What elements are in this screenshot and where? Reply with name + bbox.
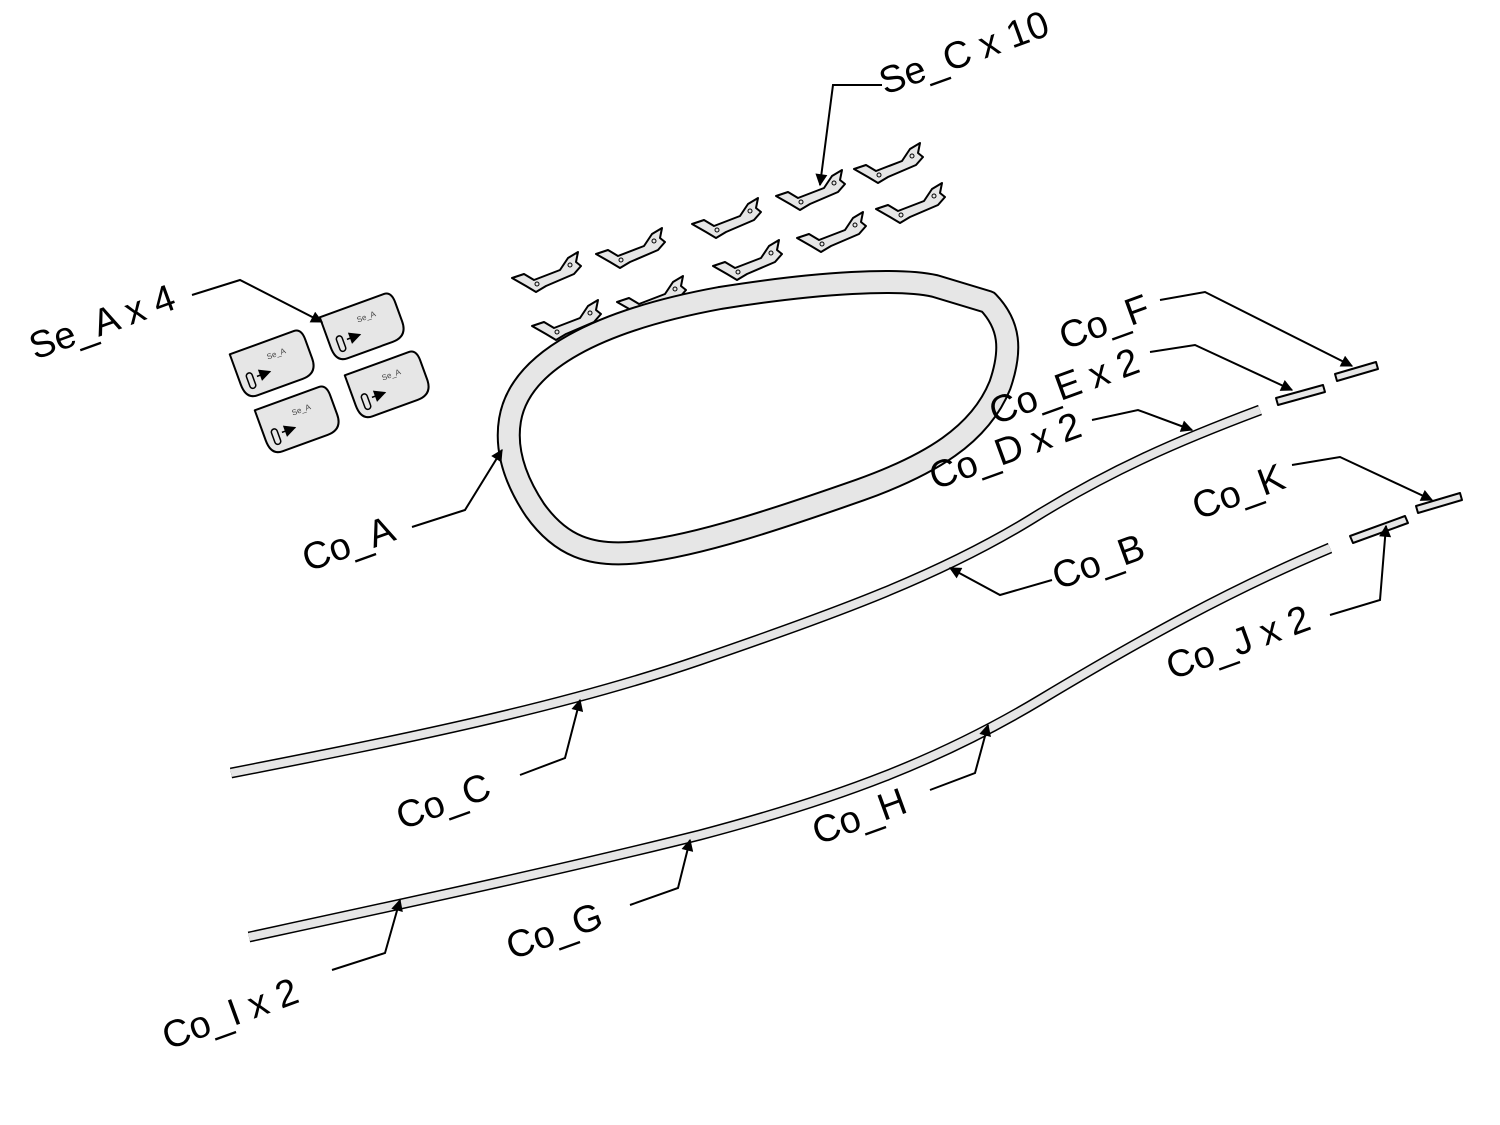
co-f-part: [1334, 361, 1379, 382]
co-b-c-d-strip: [229, 404, 1262, 779]
label-co-h: Co_H: [807, 781, 913, 854]
se-c-part: [775, 169, 846, 211]
leader-lines: [191, 84, 1434, 971]
se-a-part: Se_A: [230, 328, 318, 399]
label-co-a: Co_A: [297, 508, 401, 580]
label-se-a: Se_A x 4: [24, 277, 181, 368]
se-c-part: [595, 227, 666, 269]
label-co-j: Co_J x 2: [1161, 598, 1316, 689]
co-a-loop: [496, 270, 1020, 566]
co-e-part: [1275, 384, 1326, 406]
labels: Se_C x 10 Se_A x 4 Co_A Co_F Co_E x 2 Co…: [24, 3, 1316, 1058]
label-co-i: Co_I x 2: [157, 971, 304, 1059]
se-c-brackets: [511, 142, 946, 341]
se-a-part: Se_A: [255, 384, 343, 455]
co-k-part: [1415, 492, 1463, 514]
label-se-c: Se_C x 10: [874, 3, 1055, 103]
label-co-f: Co_F: [1054, 287, 1156, 358]
se-a-part: Se_A: [320, 291, 408, 362]
label-co-k: Co_K: [1187, 456, 1291, 528]
se-c-part: [691, 197, 762, 239]
se-a-part: Se_A: [345, 349, 433, 420]
se-c-part: [875, 182, 946, 224]
se-c-part: [712, 239, 783, 281]
label-co-c: Co_C: [391, 766, 497, 839]
label-co-b: Co_B: [1047, 526, 1151, 598]
co-g-h-i-strip: [247, 542, 1333, 943]
se-a-tiles: Se_A Se_A Se_A Se_A: [230, 291, 433, 455]
co-j-part: [1349, 515, 1409, 544]
se-c-part: [853, 142, 924, 184]
small-strips: [1275, 361, 1463, 544]
se-c-part: [796, 211, 867, 253]
se-c-part: [511, 251, 582, 293]
label-co-g: Co_G: [501, 895, 609, 968]
